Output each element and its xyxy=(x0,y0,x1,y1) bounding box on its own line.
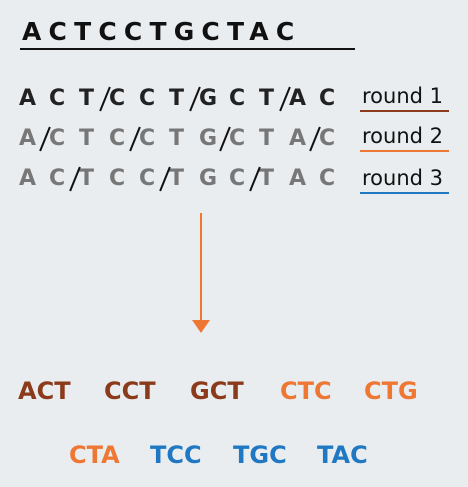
round-3-letter: T xyxy=(79,166,95,191)
round-3-letter: C xyxy=(49,166,66,191)
round-1-letter: C xyxy=(109,86,126,111)
codon-cct: CCT xyxy=(104,377,156,405)
round-1-letter: C xyxy=(319,86,336,111)
round-2-letter: C xyxy=(139,126,156,151)
round-2-letter: C xyxy=(229,126,246,151)
round-1-letter: T xyxy=(169,86,185,111)
round-1-underline xyxy=(360,110,449,112)
round-3-letter: A xyxy=(19,166,37,191)
round-3-letter: A xyxy=(289,166,307,191)
round-3-letter: C xyxy=(139,166,156,191)
codon-tcc: TCC xyxy=(150,441,202,469)
round-2-letter: C xyxy=(319,126,336,151)
round-2-underline xyxy=(360,150,449,152)
round-2-letter: A xyxy=(289,126,307,151)
round-2-letter: T xyxy=(79,126,95,151)
round-3-letter: T xyxy=(169,166,185,191)
round-1-label: round 1 xyxy=(362,84,444,108)
round-1-letter: C xyxy=(139,86,156,111)
round-2-letter: C xyxy=(109,126,126,151)
round-3-letter: C xyxy=(109,166,126,191)
round-2-letter: T xyxy=(169,126,185,151)
codon-tgc: TGC xyxy=(233,441,287,469)
round-2-letter: A xyxy=(19,126,37,151)
round-3-letter: C xyxy=(319,166,336,191)
round-3-underline xyxy=(360,192,449,194)
codon-tac: TAC xyxy=(317,441,368,469)
round-1-letter: A xyxy=(19,86,37,111)
down-arrow-head xyxy=(192,320,210,333)
round-1-letter: C xyxy=(49,86,66,111)
codon-ctc: CTC xyxy=(280,377,332,405)
round-2-letter: T xyxy=(259,126,275,151)
codon-gct: GCT xyxy=(190,377,244,405)
sequence-underline xyxy=(20,48,355,50)
round-2-letter: G xyxy=(199,126,218,151)
codon-ctg: CTG xyxy=(364,377,418,405)
round-1-letter: T xyxy=(259,86,275,111)
round-1-letter: G xyxy=(199,86,218,111)
round-3-letter: T xyxy=(259,166,275,191)
down-arrow-shaft xyxy=(200,213,202,323)
codon-act: ACT xyxy=(18,377,71,405)
round-1-letter: C xyxy=(229,86,246,111)
round-3-label: round 3 xyxy=(362,166,444,190)
round-2-label: round 2 xyxy=(362,124,444,148)
codon-cta: CTA xyxy=(69,441,120,469)
sequence-title: ACTCCTGCTAC xyxy=(22,17,302,46)
round-3-letter: G xyxy=(199,166,218,191)
round-1-letter: T xyxy=(79,86,95,111)
round-2-letter: C xyxy=(49,126,66,151)
round-1-letter: A xyxy=(289,86,307,111)
round-3-letter: C xyxy=(229,166,246,191)
